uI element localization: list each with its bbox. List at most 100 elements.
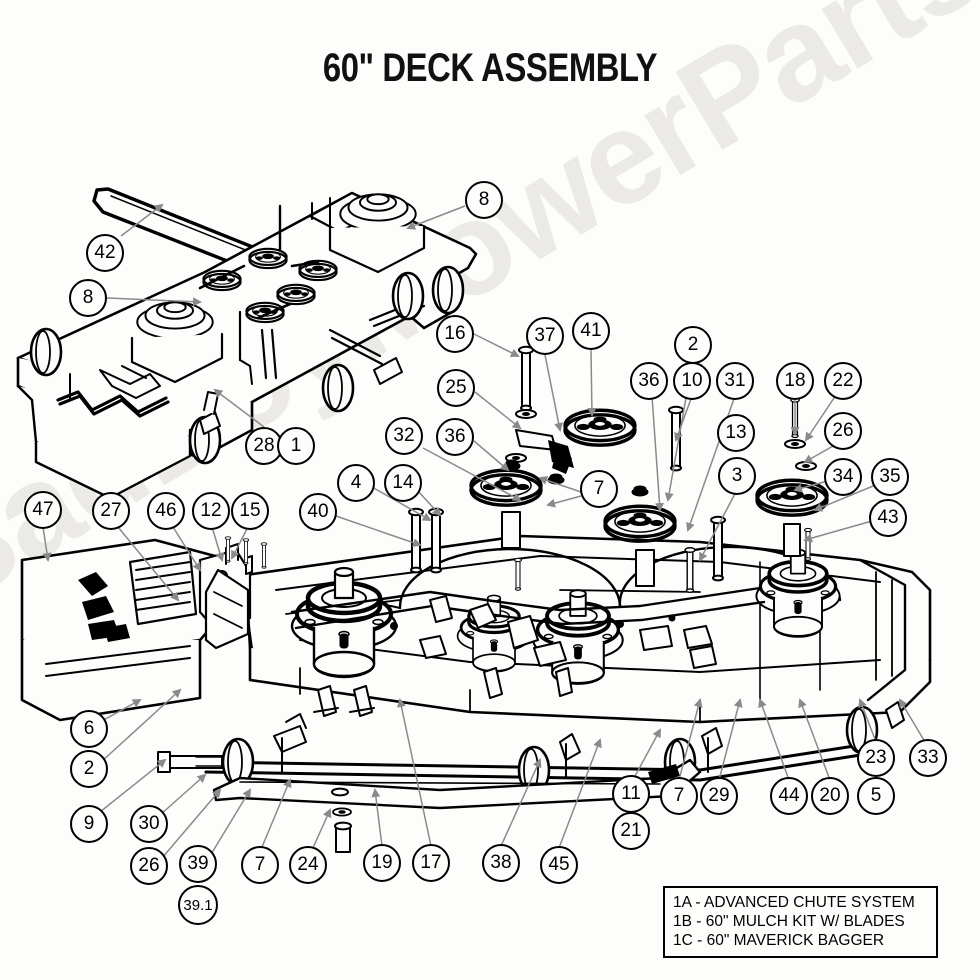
callout-9[interactable]: 9 xyxy=(70,805,108,843)
callout-26[interactable]: 26 xyxy=(130,847,168,885)
callout-10[interactable]: 10 xyxy=(673,362,711,400)
leader-line xyxy=(803,520,873,543)
callout-22[interactable]: 22 xyxy=(824,362,862,400)
leader-line xyxy=(804,391,839,442)
leader-line xyxy=(99,699,142,723)
callout-36[interactable]: 36 xyxy=(436,418,474,456)
leader-line xyxy=(159,773,207,816)
leader-line xyxy=(651,395,664,512)
leader-line xyxy=(758,698,790,781)
leader-line xyxy=(209,788,252,857)
callout-8[interactable]: 8 xyxy=(69,279,107,317)
callout-18[interactable]: 18 xyxy=(776,362,814,400)
callout-7[interactable]: 7 xyxy=(580,470,618,508)
callout-14[interactable]: 14 xyxy=(384,464,422,502)
callout-34[interactable]: 34 xyxy=(824,458,862,496)
callout-36[interactable]: 36 xyxy=(630,362,668,400)
callout-38[interactable]: 38 xyxy=(482,844,520,882)
callout-46[interactable]: 46 xyxy=(147,492,185,530)
callout-41[interactable]: 41 xyxy=(572,312,610,350)
callout-44[interactable]: 44 xyxy=(770,777,808,815)
callout-39[interactable]: 39 xyxy=(179,845,217,883)
leader-line xyxy=(99,758,167,813)
callout-27[interactable]: 27 xyxy=(92,492,130,530)
callout-32[interactable]: 32 xyxy=(385,417,423,455)
leader-line xyxy=(473,333,520,357)
leader-line xyxy=(678,698,703,781)
leader-line xyxy=(211,526,225,562)
callout-30[interactable]: 30 xyxy=(130,805,168,843)
callout-24[interactable]: 24 xyxy=(289,846,327,884)
callout-2[interactable]: 2 xyxy=(674,326,712,364)
callout-29[interactable]: 29 xyxy=(700,777,738,815)
leader-line xyxy=(699,489,738,562)
callout-3[interactable]: 3 xyxy=(718,457,756,495)
legend-box: 1A - ADVANCED CHUTE SYSTEM 1B - 60" MULC… xyxy=(663,886,938,958)
leader-line xyxy=(798,698,831,781)
leader-line xyxy=(718,698,743,781)
leader-line xyxy=(120,203,164,237)
leader-line xyxy=(371,788,383,847)
callout-2[interactable]: 2 xyxy=(70,750,108,788)
callout-7[interactable]: 7 xyxy=(660,777,698,815)
callout-23[interactable]: 23 xyxy=(857,739,895,777)
leader-line xyxy=(898,698,926,743)
callout-8[interactable]: 8 xyxy=(465,181,503,219)
callout-15[interactable]: 15 xyxy=(231,492,269,530)
leader-line xyxy=(544,354,564,432)
legend-line-1c: 1C - 60" MAVERICK BAGGER xyxy=(673,932,885,949)
callout-43[interactable]: 43 xyxy=(869,499,907,537)
leader-line xyxy=(311,808,332,851)
leader-line xyxy=(500,758,542,847)
callout-28[interactable]: 28 xyxy=(245,427,283,465)
callout-35[interactable]: 35 xyxy=(871,458,909,496)
callout-40[interactable]: 40 xyxy=(299,493,337,531)
callout-11[interactable]: 11 xyxy=(612,775,650,813)
legend-line-1a: 1A - ADVANCED CHUTE SYSTEM xyxy=(673,894,915,911)
callout-1[interactable]: 1 xyxy=(277,427,315,465)
callout-7[interactable]: 7 xyxy=(241,846,279,884)
leader-line xyxy=(416,489,442,517)
leader-line xyxy=(106,297,202,307)
leader-line xyxy=(587,349,597,417)
callout-6[interactable]: 6 xyxy=(70,710,108,748)
callout-13[interactable]: 13 xyxy=(717,414,755,452)
leader-line xyxy=(261,778,292,848)
callout-31[interactable]: 31 xyxy=(716,362,754,400)
leader-line xyxy=(100,688,182,763)
callout-39-1[interactable]: 39.1 xyxy=(178,885,218,925)
callout-42[interactable]: 42 xyxy=(86,234,124,272)
leader-line xyxy=(42,526,52,562)
page-title: 60" DECK ASSEMBLY xyxy=(322,46,658,90)
leader-line xyxy=(161,788,222,859)
leader-line xyxy=(633,728,661,779)
legend-line-1b: 1B - 60" MULCH KIT W/ BLADES xyxy=(673,913,905,930)
callout-5[interactable]: 5 xyxy=(857,777,895,815)
callout-20[interactable]: 20 xyxy=(811,777,849,815)
leader-line xyxy=(371,486,432,521)
leader-line xyxy=(213,388,265,428)
callout-21[interactable]: 21 xyxy=(612,812,650,850)
callout-17[interactable]: 17 xyxy=(412,844,450,882)
callout-26[interactable]: 26 xyxy=(824,412,862,450)
leader-line xyxy=(546,495,582,508)
callout-19[interactable]: 19 xyxy=(363,844,401,882)
callout-45[interactable]: 45 xyxy=(540,846,578,884)
leader-line xyxy=(473,440,510,472)
leader-line xyxy=(538,476,582,493)
callout-4[interactable]: 4 xyxy=(337,464,375,502)
leader-line xyxy=(117,526,180,602)
leader-line xyxy=(172,526,202,572)
leader-line xyxy=(231,526,249,560)
callout-47[interactable]: 47 xyxy=(24,491,62,529)
leader-line xyxy=(558,738,602,849)
leader-line xyxy=(335,515,422,547)
callout-25[interactable]: 25 xyxy=(437,369,475,407)
callout-33[interactable]: 33 xyxy=(909,739,947,777)
callout-37[interactable]: 37 xyxy=(526,317,564,355)
callout-12[interactable]: 12 xyxy=(192,492,230,530)
callout-16[interactable]: 16 xyxy=(436,315,474,353)
leader-line xyxy=(813,483,879,512)
